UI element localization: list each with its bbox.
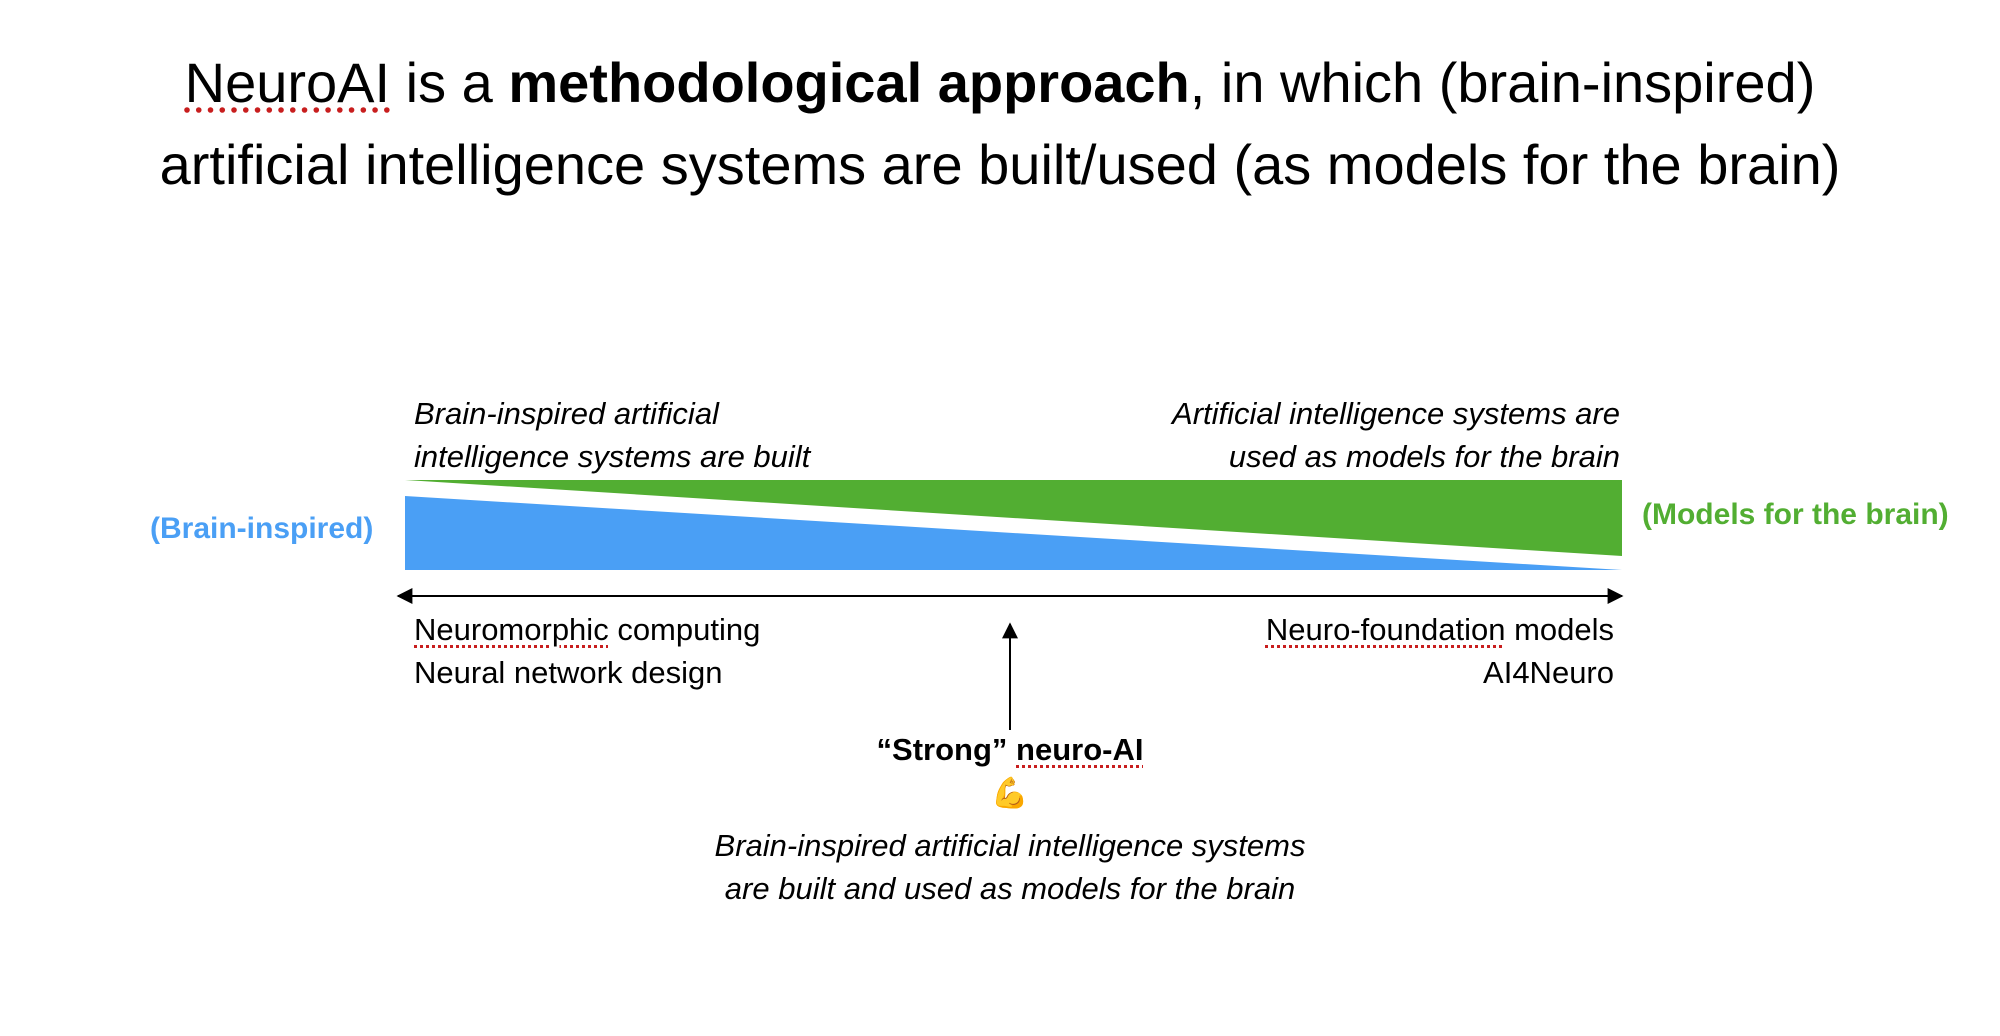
right-side-label: (Models for the brain): [1642, 498, 1949, 531]
strong-term: neuro-AI: [1016, 732, 1144, 767]
strong-neuroai-label: “Strong” neuro-AI: [700, 732, 1320, 768]
left-examples: Neuromorphic computing Neural network de…: [414, 608, 760, 694]
green-wedge: [405, 480, 1622, 556]
left-example-1-rest: computing: [608, 612, 761, 647]
left-side-label: (Brain-inspired): [150, 512, 374, 545]
left-example-2: Neural network design: [414, 655, 723, 690]
right-caption-line-2: used as models for the brain: [1228, 439, 1620, 474]
title-neuroai: NeuroAI: [184, 51, 391, 114]
strong-quoted: “Strong”: [876, 732, 1017, 767]
title-text-b: , in which (brain-inspired): [1189, 51, 1816, 114]
right-caption: Artificial intelligence systems are used…: [1080, 392, 1620, 478]
left-example-1: Neuromorphic computing: [414, 608, 760, 651]
strong-caption-line-1: Brain-inspired artificial intelligence s…: [714, 828, 1306, 863]
title-bold: methodological approach: [508, 51, 1190, 114]
page-title: NeuroAI is a methodological approach, in…: [0, 42, 2000, 206]
left-caption-line-1: Brain-inspired artificial: [414, 396, 719, 431]
title-line-2: artificial intelligence systems are buil…: [159, 133, 1841, 196]
title-text-a: is a: [390, 51, 509, 114]
neuromorphic-word: Neuromorphic: [414, 612, 609, 647]
flexed-bicep-icon: 💪: [991, 777, 1029, 810]
right-examples: Neuro-foundation models AI4Neuro: [1120, 608, 1614, 694]
left-caption: Brain-inspired artificial intelligence s…: [414, 392, 810, 478]
right-caption-line-1: Artificial intelligence systems are: [1172, 396, 1620, 431]
title-line-1: NeuroAI is a methodological approach, in…: [0, 42, 2000, 124]
strong-caption-line-2: are built and used as models for the bra…: [724, 871, 1296, 906]
right-example-1: Neuro-foundation models: [1120, 608, 1614, 651]
left-caption-line-2: intelligence systems are built: [414, 439, 811, 474]
right-example-2: AI4Neuro: [1483, 655, 1614, 690]
right-example-1-rest: models: [1505, 612, 1614, 647]
strong-caption: Brain-inspired artificial intelligence s…: [620, 824, 1400, 910]
blue-wedge: [405, 496, 1622, 570]
neuro-foundation-word: Neuro-foundation: [1265, 612, 1506, 647]
